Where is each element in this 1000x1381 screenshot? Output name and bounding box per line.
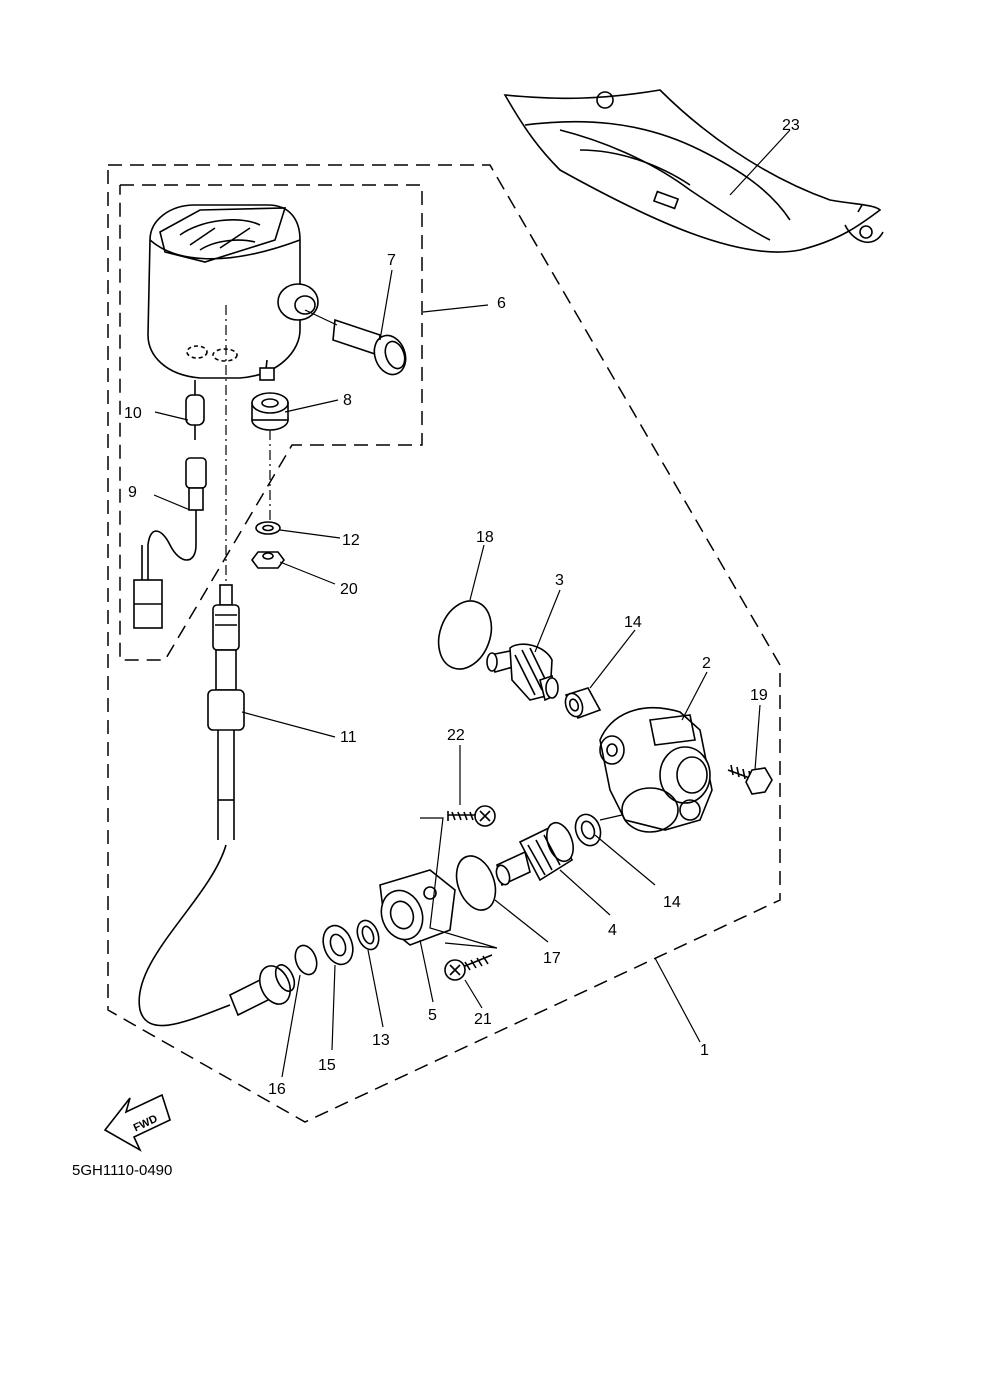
assembly-boundary-outer [107,164,781,1123]
driven-gear-4-drawing [495,821,574,887]
label-part-22: 22 [447,727,465,744]
label-part-8: 8 [343,392,352,409]
label-part-19: 19 [750,687,768,704]
grommet-drawing [251,392,289,431]
label-part-2: 2 [702,655,711,672]
lead-wire-drawing [133,457,207,629]
speedometer-cable-drawing [138,584,245,1027]
label-part-1: 1 [700,1042,709,1059]
label-part-6: 6 [497,295,506,312]
o-ring-18-drawing [437,600,493,670]
bulb-socket-drawing [185,380,205,440]
forward-direction-arrow-icon: FWD [103,1093,171,1152]
bushing-14-upper-drawing [564,687,602,719]
label-part-23: 23 [782,117,800,134]
retainer-housing-drawing [379,817,498,949]
label-part-17: 17 [543,950,561,967]
label-part-11: 11 [340,729,357,746]
cover-panel-drawing [503,89,884,253]
label-part-18: 18 [476,529,494,546]
reset-knob-drawing [304,309,407,376]
screw-21-drawing [444,954,493,981]
bushing-14-lower-drawing [574,813,602,847]
part-number-labels: 1 2 3 4 5 6 7 8 9 10 11 12 13 14 14 15 1… [124,117,800,1098]
label-part-16: 16 [268,1081,286,1098]
label-part-4: 4 [608,922,617,939]
gear-housing-drawing [599,707,713,833]
nut-drawing [251,551,285,569]
bolt-19-drawing [727,764,773,795]
label-part-10: 10 [124,405,142,422]
label-part-14-upper: 14 [624,614,642,631]
washer-13-drawing [356,919,380,951]
assembly-boundary-meter [119,184,423,661]
screw-22-drawing [447,805,496,827]
label-part-13: 13 [372,1032,390,1049]
label-part-7: 7 [387,252,396,269]
diagram-reference-code: 5GH1110-0490 [72,1162,172,1179]
speedometer-meter-drawing [147,204,319,381]
label-part-14-lower: 14 [663,894,681,911]
label-part-20: 20 [340,581,358,598]
label-part-15: 15 [318,1057,336,1074]
label-part-9: 9 [128,484,137,501]
washer-drawing [255,521,281,535]
oil-seal-drawing [322,924,354,966]
cable-end-fitting-drawing [228,964,296,1017]
label-part-3: 3 [555,572,564,589]
drive-gear-3-drawing [486,643,559,702]
o-ring-16-drawing [294,944,318,976]
o-ring-17-drawing [455,855,497,911]
label-part-12: 12 [342,532,360,549]
label-part-5: 5 [428,1007,437,1024]
label-part-21: 21 [474,1011,492,1028]
leader-lines [153,129,791,1078]
